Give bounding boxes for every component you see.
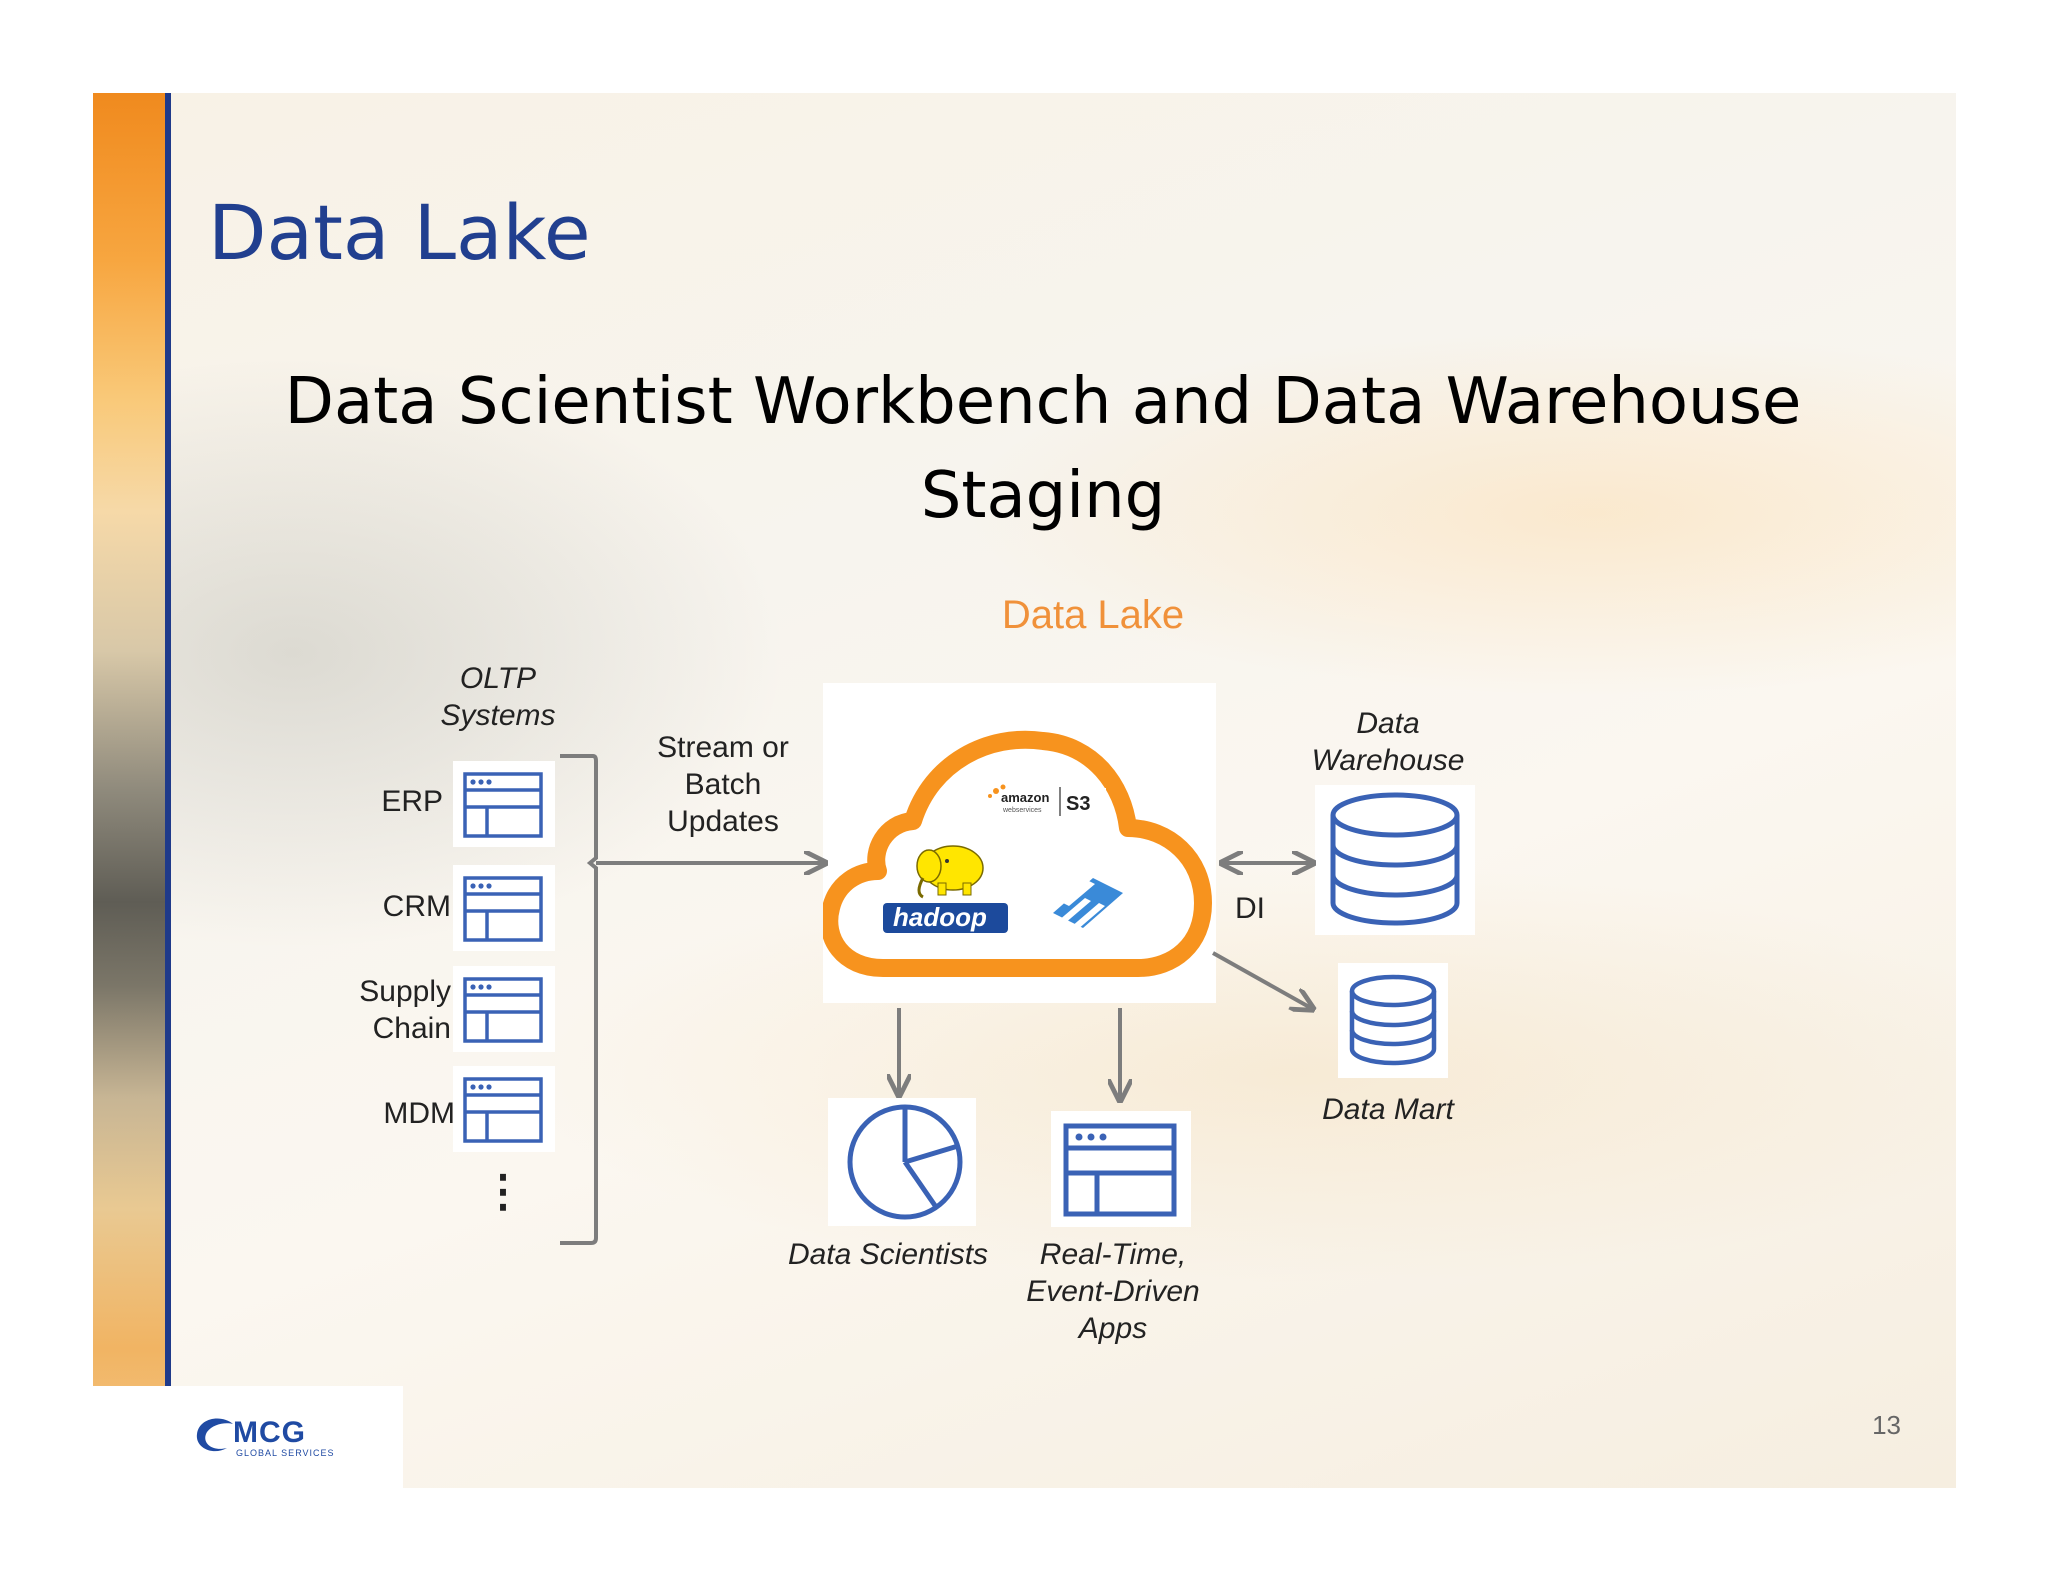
apps-line-3: Apps — [1078, 1312, 1148, 1345]
stream-line-2: Batch — [684, 768, 762, 801]
data-platform-logo-icon — [1053, 878, 1123, 930]
page-number: 13 — [1872, 1410, 1901, 1440]
mcg-logo: MCG GLOBAL SERVICES — [93, 1386, 403, 1488]
amazon-logo-subtext: webservices — [1002, 807, 1042, 814]
data-scientists-label: Data Scientists — [787, 1238, 989, 1271]
oltp-header-line-2: Systems — [440, 699, 556, 732]
amazon-s3-logo: amazon webservices S3 — [988, 784, 1106, 816]
data-lake-cloud: amazon webservices S3 hadoop — [820, 683, 1216, 1003]
warehouse-line-1: Data — [1356, 707, 1420, 740]
pie-chart-icon — [828, 1098, 976, 1226]
accent-line — [165, 93, 171, 1488]
mdm-system-icon — [453, 1066, 555, 1152]
more-systems-ellipsis: ⋮ — [481, 1167, 525, 1216]
stream-line-1: Stream or — [657, 731, 789, 764]
crm-system-icon — [453, 865, 555, 951]
data-mart-label: Data Mart — [1322, 1093, 1454, 1126]
page-title: Data Lake — [208, 188, 591, 277]
di-label: DI — [1235, 892, 1265, 925]
source-label-chain: Chain — [372, 1012, 451, 1045]
supply-chain-system-icon — [453, 966, 555, 1052]
source-label-supply: Supply — [359, 975, 451, 1008]
hadoop-logo-text: hadoop — [893, 902, 987, 932]
oltp-header-line-1: OLTP — [459, 662, 537, 695]
stream-line-3: Updates — [667, 805, 779, 838]
subtitle-line-1: Data Scientist Workbench and Data Wareho… — [284, 365, 1802, 439]
data-mart-icon — [1338, 963, 1448, 1078]
hadoop-elephant-icon — [916, 845, 984, 899]
s3-logo-text: S3 — [1066, 793, 1090, 815]
sources-bracket — [560, 754, 598, 1245]
data-lake-label: Data Lake — [1001, 593, 1185, 637]
warehouse-line-2: Warehouse — [1311, 744, 1465, 777]
source-label-mdm: MDM — [383, 1097, 455, 1130]
apps-line-2: Event-Driven — [1026, 1275, 1200, 1308]
source-label-supply-chain: Supply Chain — [333, 973, 451, 1047]
warehouse-label: Data Warehouse — [1288, 705, 1488, 779]
erp-system-icon — [453, 761, 555, 847]
mcg-logo-subtext: GLOBAL SERVICES — [236, 1448, 335, 1458]
apps-label: Real-Time, Event-Driven Apps — [1003, 1236, 1223, 1347]
connector-layer — [560, 754, 1956, 1245]
hadoop-logo: hadoop — [883, 902, 1008, 933]
data-warehouse-icon — [1315, 785, 1475, 935]
apps-line-1: Real-Time, — [1039, 1238, 1187, 1271]
source-label-crm: CRM — [382, 890, 451, 923]
mcg-swoosh-icon — [196, 1418, 233, 1452]
oltp-header: OLTP Systems — [423, 660, 573, 734]
mart-arrow — [1212, 951, 1311, 1008]
mcg-logo-text: MCG — [233, 1416, 306, 1449]
stream-batch-label: Stream or Batch Updates — [633, 729, 813, 840]
slide-subtitle: Data Scientist Workbench and Data Wareho… — [213, 355, 1873, 543]
amazon-logo-text: amazon — [1001, 790, 1049, 805]
subtitle-line-2: Staging — [920, 459, 1166, 533]
source-label-erp: ERP — [381, 785, 443, 818]
decorative-band — [93, 93, 165, 1488]
app-window-icon — [1051, 1111, 1191, 1227]
slide: Data Lake Data Scientist Workbench and D… — [93, 93, 1956, 1488]
